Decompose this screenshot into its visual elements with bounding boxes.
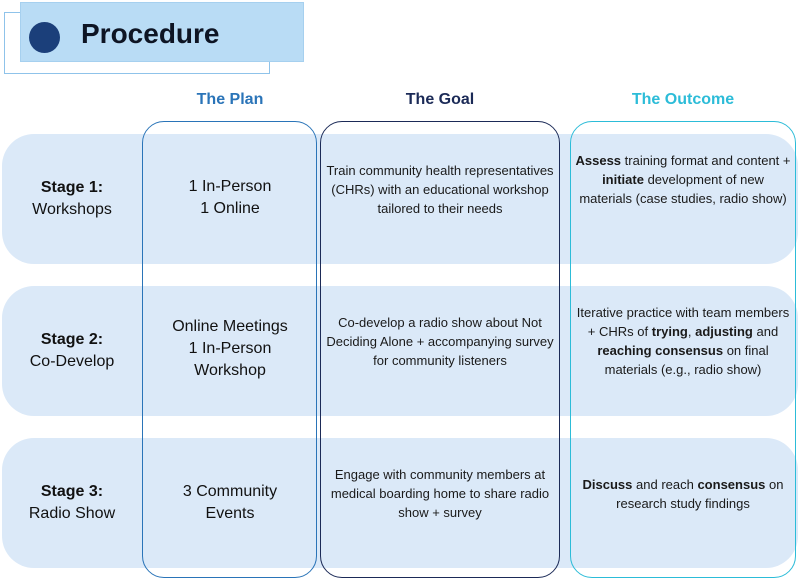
outcome-fragment: Iterative practice with team members + C… — [576, 305, 790, 339]
stage-3-band — [2, 438, 798, 568]
outcome-fragment: training format and content + — [621, 153, 791, 168]
stage-3-outcome: Discuss and reach consensus on research … — [574, 475, 792, 513]
stage-2-label: Stage 2: Co-Develop — [6, 329, 138, 373]
outcome-fragment: development of new materials (case studi… — [579, 172, 787, 206]
stage-2-plan-line: 1 In-Person — [188, 340, 272, 357]
stage-1-band — [2, 134, 798, 264]
stage-2-band — [2, 286, 798, 416]
stage-2-number: Stage 2: — [40, 331, 104, 348]
stage-2-outcome: Iterative practice with team members + C… — [574, 303, 792, 379]
stage-3-label: Stage 3: Radio Show — [6, 481, 138, 525]
stage-2-goal: Co-develop a radio show about Not Decidi… — [326, 315, 554, 368]
outcome-fragment: reaching consensus — [597, 343, 724, 358]
stage-1-number: Stage 1: — [40, 179, 104, 196]
column-heading-plan: The Plan — [196, 91, 264, 108]
stage-3-plan-line: 3 Community — [182, 483, 278, 500]
stage-3-goal: Engage with community members at medical… — [330, 467, 550, 520]
stage-2-plan-line: Workshop — [194, 362, 266, 379]
stage-3-plan: 3 Community Events — [146, 481, 314, 525]
stage-1-plan: 1 In-Person 1 Online — [146, 176, 314, 220]
outcome-fragment: trying — [651, 324, 688, 339]
outcome-fragment: Assess — [575, 153, 622, 168]
outcome-fragment: , — [687, 324, 696, 339]
title-bullet-icon — [29, 22, 60, 53]
stage-1-plan-line: 1 In-Person — [188, 178, 272, 195]
stage-3-plan-line: Events — [205, 505, 255, 522]
title-banner: Procedure — [20, 2, 304, 62]
stage-1-plan-line: 1 Online — [200, 200, 260, 217]
outcome-fragment: Discuss — [582, 477, 633, 492]
stage-1-goal: Train community health representatives (… — [326, 163, 554, 216]
column-heading-goal: The Goal — [405, 91, 475, 108]
stage-2-plan-line: Online Meetings — [172, 318, 288, 335]
outcome-fragment: on research study findings — [616, 477, 784, 511]
outcome-fragment: adjusting — [695, 324, 753, 339]
stage-1-outcome: Assess training format and content + ini… — [574, 151, 792, 208]
plan-column-frame — [142, 121, 317, 578]
stage-2-name: Co-Develop — [29, 353, 115, 370]
outcome-fragment: consensus — [697, 477, 766, 492]
outcome-fragment: and reach — [632, 477, 698, 492]
outcome-fragment: initiate — [602, 172, 644, 187]
stage-1-name: Workshops — [32, 201, 112, 218]
stage-3-name: Radio Show — [28, 505, 116, 522]
goal-column-frame — [320, 121, 560, 578]
stage-1-label: Stage 1: Workshops — [6, 177, 138, 221]
outcome-fragment: on final materials (e.g., radio show) — [604, 343, 769, 377]
outcome-fragment: and — [752, 324, 779, 339]
outcome-column-frame — [570, 121, 796, 578]
stage-3-number: Stage 3: — [40, 483, 104, 500]
column-heading-outcome: The Outcome — [631, 91, 735, 108]
stage-2-plan: Online Meetings 1 In-Person Workshop — [146, 316, 314, 382]
page-title: Procedure — [81, 18, 220, 49]
